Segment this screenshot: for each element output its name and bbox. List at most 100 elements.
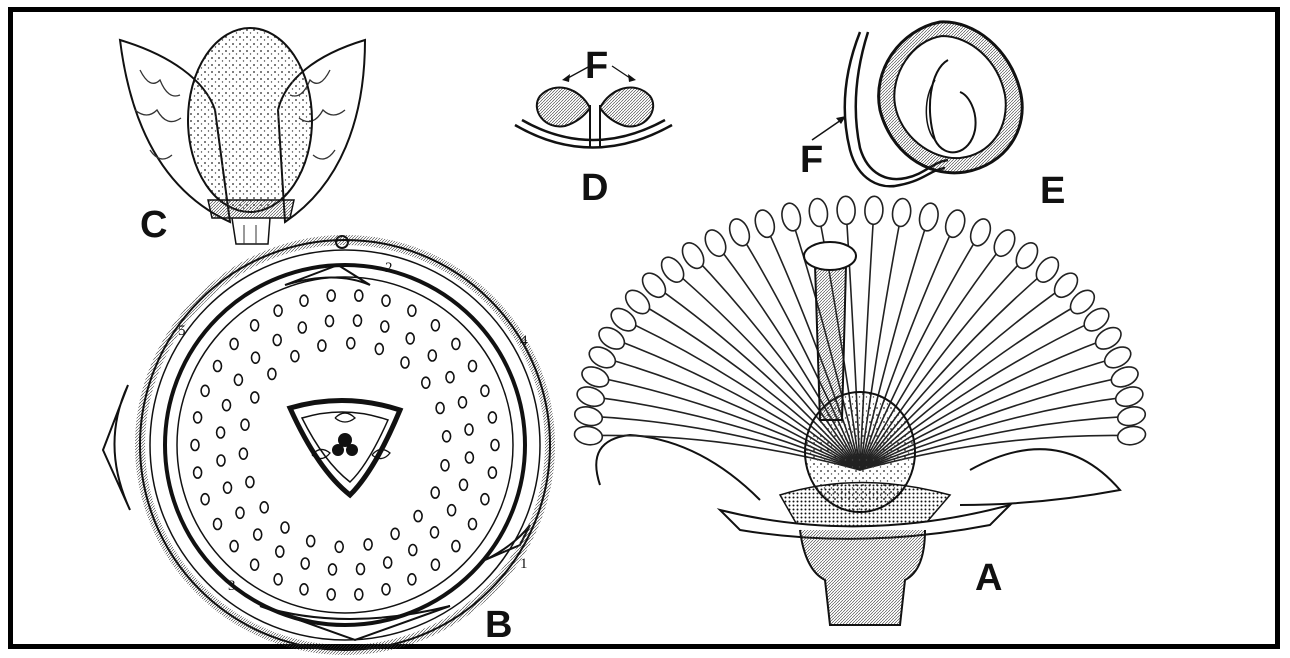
stamen-mark (408, 574, 416, 585)
anther-mark (752, 208, 777, 240)
stamen-mark (301, 558, 309, 569)
panel-label-e: E (1040, 170, 1065, 212)
stamen-mark (194, 412, 202, 423)
stamen-mark (452, 338, 460, 349)
stamen-mark (201, 494, 209, 505)
stamen-mark (355, 589, 363, 600)
floral-diagram-number-3: 3 (228, 578, 236, 594)
stamen-mark (401, 357, 409, 368)
anther-mark (701, 227, 730, 260)
stamen-mark (465, 424, 473, 435)
stamen-mark (230, 338, 238, 349)
stamen-mark (409, 545, 417, 556)
stamen-mark (414, 511, 422, 522)
stamen-mark (364, 539, 372, 550)
anther-mark (808, 197, 829, 227)
stamen-mark (443, 431, 451, 442)
stamen-mark (307, 536, 315, 547)
anther-mark (1116, 425, 1146, 447)
stamen-mark (254, 529, 262, 540)
floral-diagram-number-1: 1 (520, 556, 528, 572)
stamen-mark (260, 502, 268, 513)
stamen-mark (459, 397, 467, 408)
stamen-mark (382, 295, 390, 306)
stamen-mark (234, 374, 242, 385)
stamen-mark (281, 522, 289, 533)
stamen-mark (431, 559, 439, 570)
anther-mark (1116, 404, 1148, 428)
stamen-mark (230, 541, 238, 552)
stamen-mark (481, 385, 489, 396)
stamen-mark (191, 440, 199, 451)
floral-diagram-number-5: 5 (178, 323, 186, 339)
stamen-mark (217, 427, 225, 438)
panel-b-floral-diagram (103, 236, 550, 650)
stamen-mark (431, 320, 439, 331)
panel-a-flower-drawing (573, 196, 1148, 625)
stamen-mark (488, 467, 496, 478)
stamen-mark (300, 584, 308, 595)
stamen-mark (431, 527, 439, 538)
panel-label-d: D (581, 167, 608, 209)
stamen-mark (300, 295, 308, 306)
stamen-mark (422, 377, 430, 388)
stamen-mark (241, 419, 249, 430)
stamen-mark (481, 494, 489, 505)
stamen-mark (465, 452, 473, 463)
stamen-mark (347, 338, 355, 349)
stamen-mark (268, 368, 276, 379)
stamen-mark (381, 321, 389, 332)
stamen-mark (251, 559, 259, 570)
stamen-mark (318, 340, 326, 351)
panel-d-marker-f: F (585, 45, 608, 87)
stamen-mark (273, 335, 281, 346)
anther-mark (967, 216, 994, 249)
anther-mark (990, 227, 1019, 260)
panel-label-a: A (975, 557, 1002, 599)
stamen-mark (223, 400, 231, 411)
anther-mark (836, 196, 855, 225)
stamen-mark (201, 385, 209, 396)
stamen-mark (291, 351, 299, 362)
anther-mark (917, 201, 941, 232)
stamen-mark (391, 528, 399, 539)
stamen-mark (452, 541, 460, 552)
stamen-mark (276, 546, 284, 557)
stamen-mark (384, 557, 392, 568)
stamen-mark (469, 361, 477, 372)
stamen-mark (446, 372, 454, 383)
panel-label-c: C (140, 204, 167, 246)
stamen-mark (329, 564, 337, 575)
stamen-mark (469, 519, 477, 530)
anther-mark (779, 201, 803, 232)
stamen-mark (327, 290, 335, 301)
stamen-mark (251, 320, 259, 331)
anther-mark (573, 425, 603, 447)
stamen-mark (298, 322, 306, 333)
stamen-mark (274, 305, 282, 316)
stamen-mark (214, 519, 222, 530)
stamen-mark (252, 352, 260, 363)
stamen-mark (375, 343, 383, 354)
stamen-mark (382, 584, 390, 595)
stamen-mark (441, 460, 449, 471)
stamen-mark (224, 482, 232, 493)
floral-diagram-number-2: 2 (385, 260, 393, 276)
stamen-mark (448, 505, 456, 516)
panel-e-marker-f: F (800, 139, 823, 181)
stamen-mark (354, 315, 362, 326)
stamen-mark (335, 541, 343, 552)
stamen-mark (327, 589, 335, 600)
stamen-mark (436, 403, 444, 414)
stamen-mark (428, 350, 436, 361)
stamen-mark (431, 487, 439, 498)
stamen-mark (251, 392, 259, 403)
stamen-mark (246, 477, 254, 488)
stamen-mark (357, 564, 365, 575)
panel-e-seed-drawing (812, 22, 1022, 186)
stamen-mark (491, 440, 499, 451)
stamen-mark (194, 467, 202, 478)
stamen-mark (274, 574, 282, 585)
anther-mark (942, 208, 967, 240)
